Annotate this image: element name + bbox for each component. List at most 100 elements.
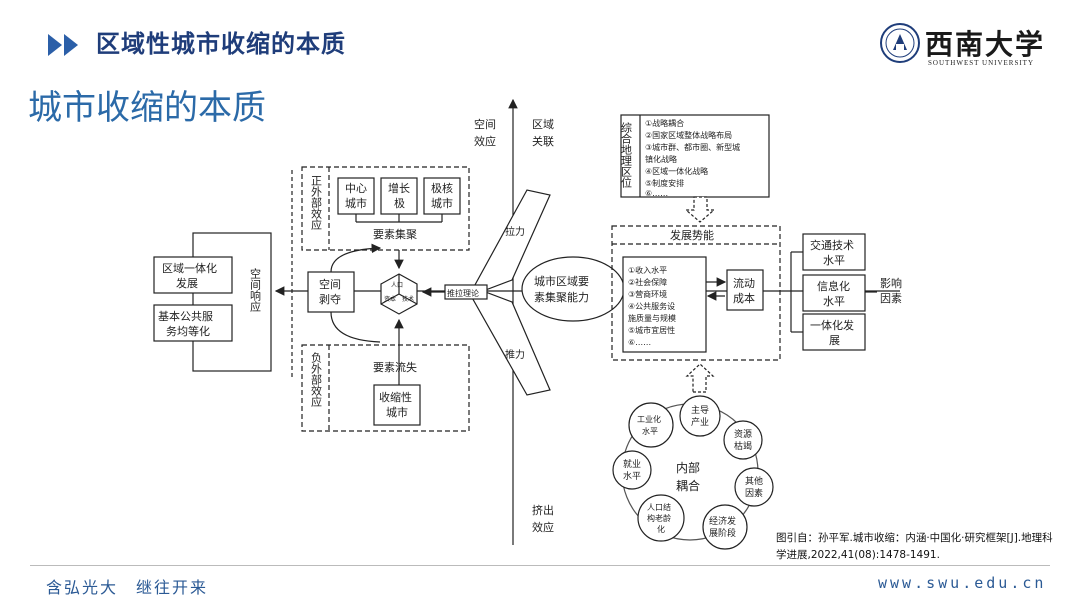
employment-text-2: 水平 — [623, 470, 641, 482]
cube-label-1: 人口 — [391, 282, 403, 289]
public-box-text-2: 务均等化 — [166, 324, 210, 338]
ellipse-text-2: 素集聚能力 — [534, 290, 589, 304]
flow-cost-box — [726, 269, 764, 311]
push-pull-text: 推拉理论 — [447, 288, 479, 298]
indicator-7: ⑥…… — [628, 338, 651, 347]
growth-pole-text-1: 增长 — [388, 181, 410, 195]
other-text-2: 因素 — [745, 487, 763, 499]
influence-factors-text-1: 影响 — [880, 277, 902, 290]
factor-loss-text: 要素流失 — [373, 360, 417, 374]
leading-industry-text-2: 产业 — [691, 416, 709, 428]
factor-gather-text: 要素集聚 — [373, 227, 417, 241]
resource-text-1: 资源 — [734, 429, 752, 440]
university-name-en: SOUTHWEST UNIVERSITY — [928, 59, 1035, 67]
center-city-text-2: 城市 — [345, 196, 367, 210]
development-momentum-box — [611, 225, 781, 361]
population-aging-text-3: 化 — [657, 524, 665, 534]
strategy-item-6: ⑤制度安排 — [645, 178, 684, 188]
growth-pole-box — [380, 177, 418, 215]
industrialization-text-2: 水平 — [642, 426, 658, 436]
internal-coupling-text-1: 内部 — [676, 460, 700, 475]
circle-economic-stage — [702, 504, 748, 550]
region-box-text-2: 发展 — [176, 276, 198, 290]
region-integration-box — [153, 256, 233, 294]
transport-tech-box — [802, 233, 866, 271]
transport-tech-text-2: 水平 — [823, 254, 845, 267]
indicator-2: ②社会保障 — [628, 277, 667, 287]
indicator-1: ①收入水平 — [628, 265, 667, 275]
spatial-deprivation-box — [307, 271, 355, 313]
economic-stage-text-2: 展阶段 — [709, 527, 736, 539]
circle-leading-industry — [679, 395, 721, 437]
circle-population-aging — [637, 494, 685, 542]
strategy-item-7: ⑥…… — [645, 189, 668, 198]
neg-external-text: 负外部效应 — [310, 351, 323, 408]
spatial-deprivation-text-2: 剥夺 — [319, 293, 341, 306]
public-box-text-1: 基本公共服 — [158, 309, 213, 323]
strategy-item-3: ③城市群、都市圈、新型城 — [645, 142, 740, 152]
circle-other — [734, 467, 774, 507]
slide-subtitle: 城市收缩的本质 — [28, 88, 266, 128]
influence-factors-text-2: 因素 — [880, 292, 902, 305]
employment-text-1: 就业 — [623, 458, 641, 470]
cube-label-2: 资本 — [384, 295, 396, 303]
strategy-item-2: ②国家区域整体战略布局 — [645, 130, 732, 140]
pole-core-text-2: 城市 — [431, 196, 453, 210]
strategy-item-1: ①战略耦合 — [645, 118, 684, 128]
integration-text-1: 一体化发 — [810, 318, 854, 332]
university-seal-icon — [880, 23, 920, 63]
flow-cost-text-1: 流动 — [733, 276, 755, 290]
axis-label-top-left-1: 空间 — [474, 117, 496, 131]
population-aging-text-1: 人口结 — [647, 502, 671, 512]
circle-industrialization — [628, 402, 674, 448]
informatization-text-2: 水平 — [823, 295, 845, 308]
economic-stage-text-1: 经济发 — [709, 515, 736, 527]
shrinking-city-text-1: 收缩性 — [379, 390, 412, 404]
strategy-item-5: ④区域一体化战略 — [645, 166, 708, 176]
aggregation-ellipse — [521, 256, 625, 322]
integration-text-2: 展 — [829, 334, 840, 347]
slide-header-title: 区域性城市收缩的本质 — [96, 30, 346, 58]
transport-tech-text-1: 交通技术 — [810, 238, 854, 252]
center-city-text-1: 中心 — [345, 182, 367, 195]
top-dashed-group — [301, 166, 470, 251]
informatization-text-1: 信息化 — [817, 279, 850, 293]
pole-core-text-1: 极核 — [431, 181, 453, 195]
growth-pole-text-2: 极 — [394, 196, 405, 210]
axis-label-bottom-right-2: 效应 — [532, 520, 554, 534]
circle-employment — [612, 450, 652, 490]
public-service-box — [153, 304, 233, 342]
pos-external-text: 正外部效应 — [310, 175, 323, 231]
footer-divider — [30, 565, 1050, 566]
center-city-box — [337, 177, 375, 215]
citation-text: 图引自：孙平军.城市收缩：内涵·中国化·研究框架[J].地理科学进展,2022,… — [776, 532, 1053, 561]
resource-text-2: 枯竭 — [734, 440, 752, 452]
cube-label-3: 技术 — [402, 295, 414, 303]
shrinking-city-text-2: 城市 — [386, 405, 408, 419]
internal-coupling-text-2: 耦合 — [676, 478, 700, 493]
push-pull-arrow — [469, 189, 551, 396]
informatization-box — [802, 274, 866, 312]
indicator-6: ⑤城市宜居性 — [628, 325, 675, 335]
axis-label-top-right-2: 关联 — [532, 134, 554, 148]
shrinking-city-box — [373, 384, 421, 426]
population-aging-text-2: 构老龄 — [647, 513, 671, 523]
response-bracket — [192, 232, 272, 372]
circle-resource — [723, 420, 763, 460]
axis-label-top-right-1: 区域 — [532, 118, 554, 131]
integration-box — [802, 313, 866, 351]
flow-cost-text-2: 成本 — [733, 291, 755, 305]
university-name-cn: 西南大学 — [925, 28, 1046, 61]
region-box-text-1: 区域一体化 — [162, 261, 217, 275]
indicator-5: 施质量与规模 — [628, 313, 676, 323]
leading-industry-text-1: 主导 — [691, 404, 709, 416]
axis-label-bottom-right-1: 挤出 — [532, 503, 554, 517]
indicators-box — [622, 256, 707, 353]
other-text-1: 其他 — [745, 475, 763, 487]
title-chevron-icon — [48, 34, 78, 56]
push-force-text: 推力 — [505, 348, 525, 361]
comprehensive-label: 综合地理区位 — [620, 121, 633, 188]
dev-momentum-text: 发展势能 — [670, 228, 714, 242]
ellipse-text-1: 城市区域要 — [534, 274, 589, 288]
